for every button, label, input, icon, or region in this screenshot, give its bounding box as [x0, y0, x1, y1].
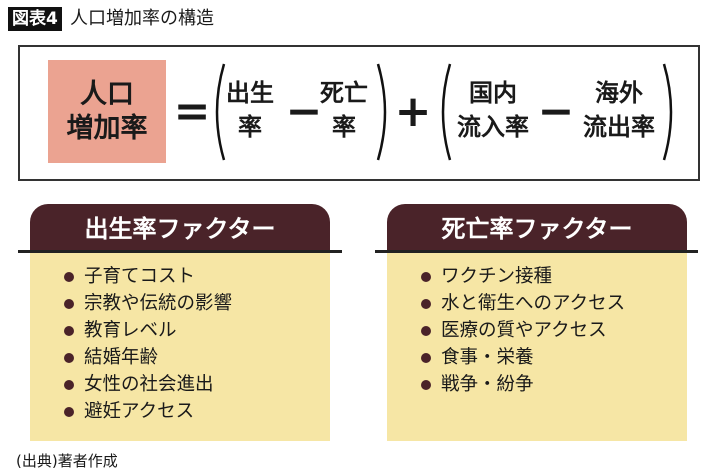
- bullet-icon: [421, 325, 431, 336]
- figure-badge: 図表4: [8, 7, 62, 31]
- item-text: 水と衛生へのアクセス: [441, 293, 626, 314]
- bullet-icon: [64, 271, 74, 282]
- minus-sign-2: −: [537, 86, 575, 137]
- term-line: 出生: [226, 79, 274, 107]
- birth-factor-header: 出生率ファクター: [30, 204, 330, 251]
- left-paren-1: [215, 63, 226, 161]
- source-note: (出典)著者作成: [16, 452, 118, 470]
- lhs-line-2: 増加率: [66, 112, 148, 144]
- left-paren-2: [441, 63, 452, 161]
- term-line: 国内: [469, 79, 517, 107]
- bullet-icon: [421, 271, 431, 282]
- term-line: 流入率: [457, 113, 529, 141]
- death-factor-list: ワクチン接種 水と衛生へのアクセス 医療の質やアクセス 食事・栄養 戦争・紛争: [387, 253, 687, 441]
- bullet-icon: [64, 352, 74, 363]
- list-item: 女性の社会進出: [64, 371, 330, 398]
- item-text: 食事・栄養: [441, 347, 534, 368]
- list-item: 避妊アクセス: [64, 398, 330, 425]
- birth-rate-term: 出生率: [226, 76, 274, 144]
- list-item: 結婚年齢: [64, 344, 330, 371]
- list-item: 水と衛生へのアクセス: [421, 290, 687, 317]
- list-item: 食事・栄養: [421, 344, 687, 371]
- list-item: ワクチン接種: [421, 263, 687, 290]
- death-rate-term: 死亡率: [320, 76, 368, 144]
- item-text: 女性の社会進出: [84, 374, 214, 395]
- term-line: 海外: [595, 79, 643, 107]
- equation-box: [18, 45, 700, 181]
- item-text: 避妊アクセス: [84, 401, 195, 422]
- item-text: 結婚年齢: [84, 347, 159, 368]
- list-item: 子育てコスト: [64, 263, 330, 290]
- right-paren-2: [662, 63, 673, 161]
- bullet-icon: [64, 406, 74, 417]
- item-text: 子育てコスト: [84, 266, 196, 287]
- divider: [18, 250, 342, 253]
- item-text: 宗教や伝統の影響: [84, 293, 233, 314]
- plus-sign: +: [394, 86, 432, 137]
- term-line: 流出率: [583, 113, 655, 141]
- bullet-icon: [64, 379, 74, 390]
- bullet-icon: [421, 298, 431, 309]
- item-text: 医療の質やアクセス: [441, 320, 607, 341]
- domestic-inflow-term: 国内流入率: [457, 76, 529, 144]
- population-growth-rate-box: 人口 増加率: [48, 60, 166, 163]
- bullet-icon: [421, 379, 431, 390]
- term-line: 率: [238, 113, 262, 141]
- death-factor-header: 死亡率ファクター: [387, 204, 687, 251]
- figure-title: 人口増加率の構造: [70, 8, 214, 29]
- term-line: 率: [332, 113, 356, 141]
- bullet-icon: [64, 298, 74, 309]
- list-item: 宗教や伝統の影響: [64, 290, 330, 317]
- right-paren-1: [376, 63, 387, 161]
- term-line: 死亡: [320, 79, 368, 107]
- list-item: 戦争・紛争: [421, 371, 687, 398]
- item-text: 教育レベル: [84, 320, 177, 341]
- bullet-icon: [64, 325, 74, 336]
- list-item: 教育レベル: [64, 317, 330, 344]
- bullet-icon: [421, 352, 431, 363]
- list-item: 医療の質やアクセス: [421, 317, 687, 344]
- divider: [375, 250, 698, 253]
- item-text: ワクチン接種: [441, 266, 553, 287]
- overseas-outflow-term: 海外流出率: [583, 76, 655, 144]
- equals-sign: =: [173, 86, 211, 137]
- item-text: 戦争・紛争: [441, 374, 534, 395]
- lhs-line-1: 人口: [80, 78, 134, 110]
- minus-sign-1: −: [285, 86, 323, 137]
- birth-factor-list: 子育てコスト 宗教や伝統の影響 教育レベル 結婚年齢 女性の社会進出 避妊アクセ…: [30, 253, 330, 441]
